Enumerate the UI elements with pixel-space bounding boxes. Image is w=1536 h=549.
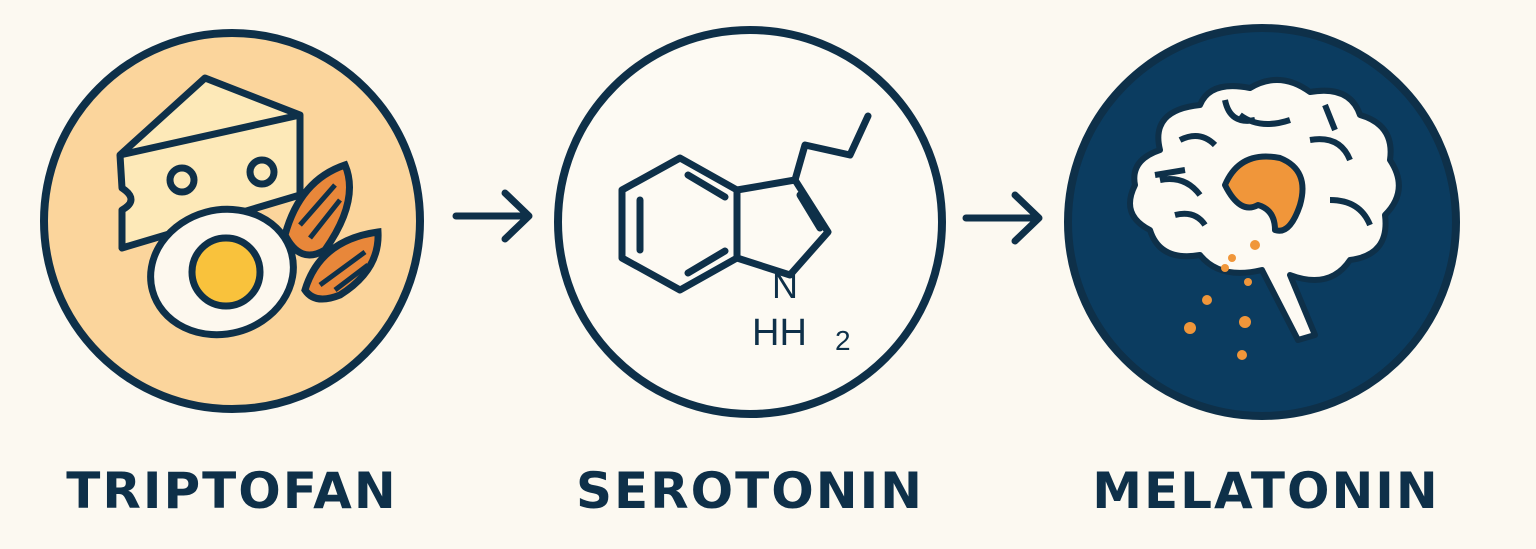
melatonin-node	[1064, 24, 1460, 420]
melatonin-label: MELATONIN	[1092, 462, 1440, 520]
amine-label: HH	[752, 312, 807, 354]
serotonin-node: N HH 2	[554, 26, 946, 418]
triptofan-node	[40, 29, 424, 413]
molecule-icon	[618, 112, 872, 294]
triptofan-label: TRIPTOFAN	[66, 462, 398, 520]
serotonin-label: SEROTONIN	[575, 462, 925, 520]
melatonin-particles	[1184, 240, 1260, 360]
cheese-icon	[116, 74, 304, 252]
almond-icon	[281, 160, 382, 303]
brain-icon	[1127, 76, 1402, 343]
nitrogen-atom: N	[772, 265, 798, 306]
arrow-icon	[962, 191, 1043, 245]
egg-icon	[147, 205, 297, 339]
amine-subscript: 2	[835, 325, 851, 356]
arrow-icon	[452, 189, 533, 243]
